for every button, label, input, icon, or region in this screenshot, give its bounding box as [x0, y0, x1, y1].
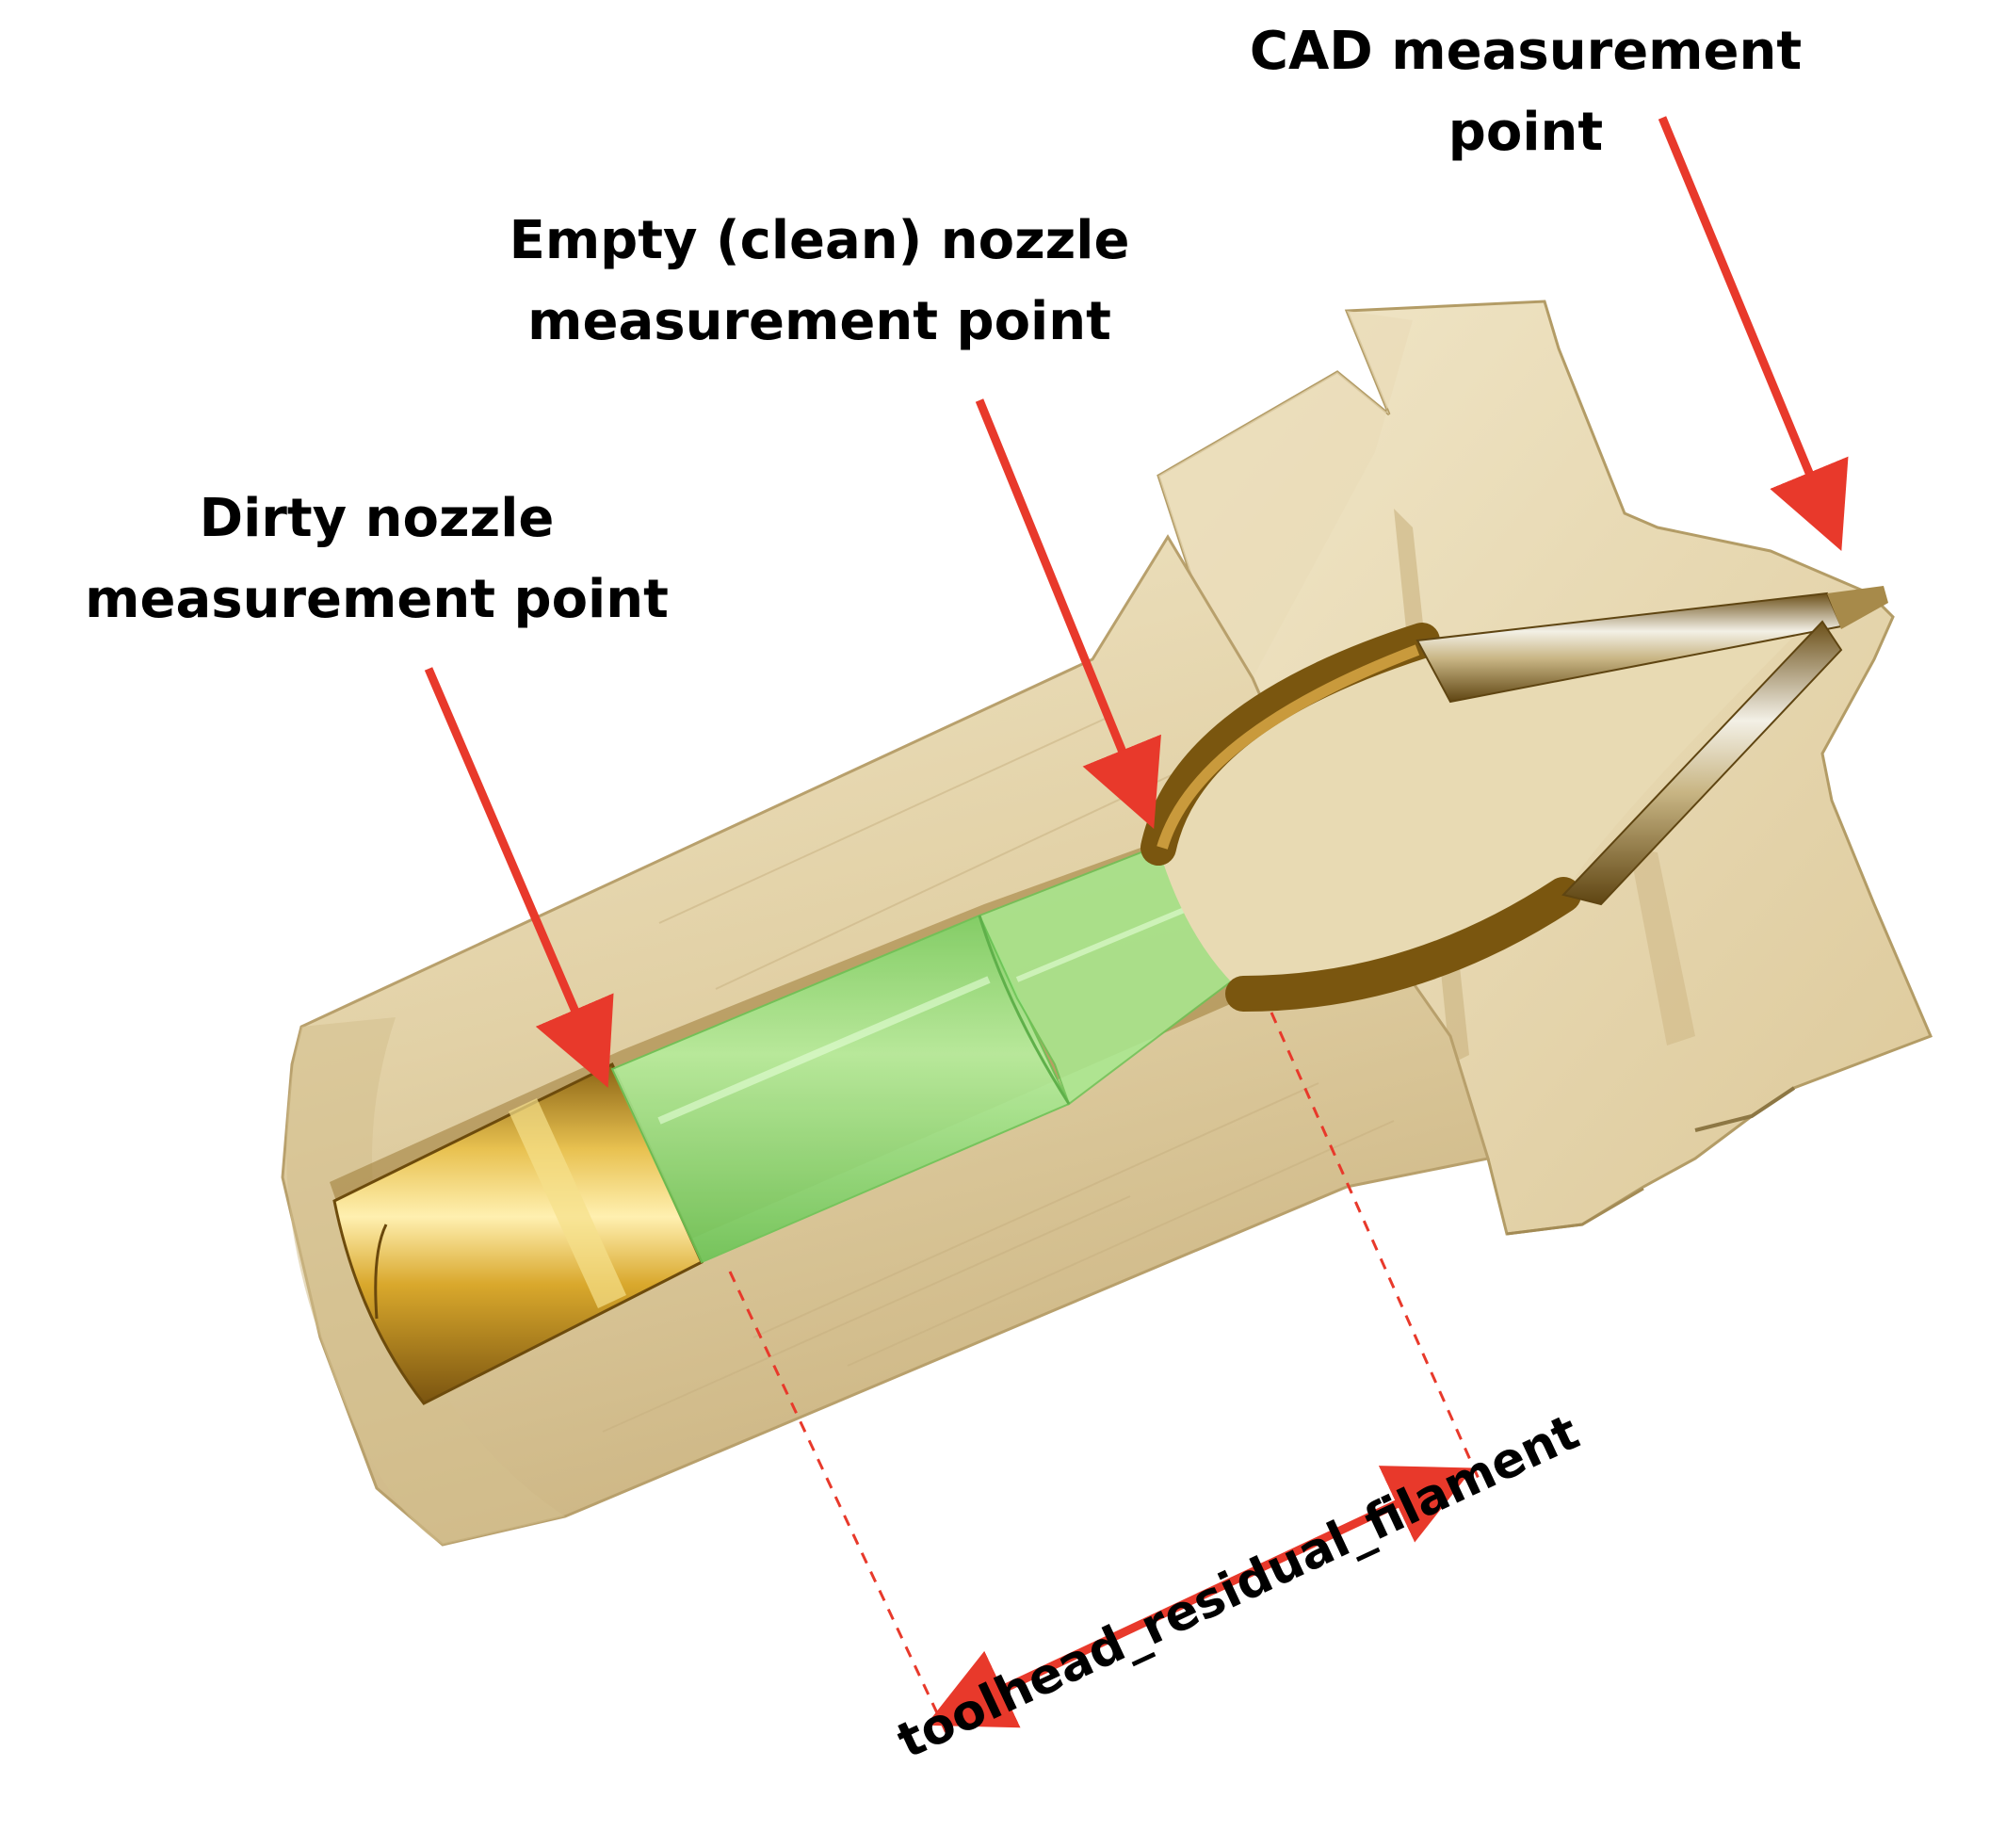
dimension-arrow: [925, 1466, 1474, 1728]
dirty-nozzle-measurement-label: Dirty nozzle measurement point: [85, 488, 669, 630]
melt-chamber: [1141, 586, 1888, 1012]
residual-filament: [610, 836, 1236, 1264]
empty-arrow: [975, 398, 1161, 830]
projection-lines: [728, 1012, 1480, 1734]
cad-measurement-label: CAD measurement point: [1249, 21, 1803, 163]
gold-bore-entrance: [332, 1062, 704, 1405]
dirty-arrow: [424, 667, 614, 1088]
empty-nozzle-measurement-label: Empty (clean) nozzle measurement point: [509, 210, 1130, 352]
arrows: [424, 116, 1849, 1088]
cad-arrow: [1658, 116, 1849, 551]
